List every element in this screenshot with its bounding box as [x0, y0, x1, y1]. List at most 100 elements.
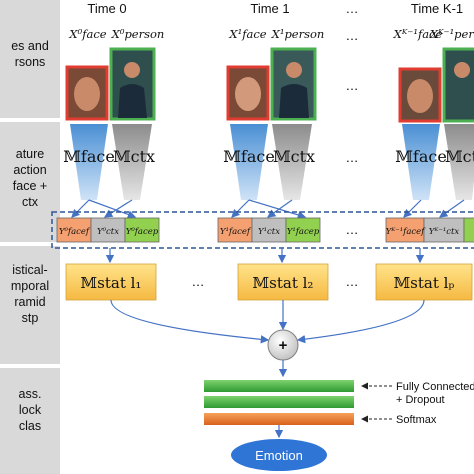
row-band-features [0, 122, 60, 242]
feature-box-facef-t0 [56, 217, 92, 243]
row-label-faces: es and rsons [11, 39, 49, 69]
feature-box-facep-t0 [124, 217, 160, 243]
time-k-label: Time K-1 [411, 1, 463, 16]
merge-arrows [110, 299, 425, 344]
lbl-faces-line-0: es and [11, 39, 49, 53]
softmax-label: Softmax [396, 414, 437, 426]
input-face-label-t1: X¹face [228, 27, 266, 41]
person-body-t1 [279, 84, 309, 118]
cone-arrows [71, 199, 465, 219]
row-band-classifier [0, 368, 60, 474]
model-face-t0: 𝕄face [63, 147, 115, 166]
feature-container [51, 211, 474, 249]
emotion-label: Emotion [255, 448, 303, 463]
input-ellipsis-2: … [346, 78, 359, 93]
feature-label-facef-t0: Y⁰facef [59, 227, 91, 237]
fc-bar-1 [204, 380, 354, 392]
feature-box-facep-t1 [285, 217, 321, 243]
sum-symbol: + [279, 337, 288, 354]
lbl-features-line-3: ctx [22, 195, 39, 209]
feature-box-ctx-t1 [251, 217, 287, 243]
lbl-fc-line-0: Fully Connected [396, 381, 474, 393]
row-label-classifier: ass. lock clas [19, 387, 42, 433]
ctx-cone-t1 [272, 124, 312, 200]
feature-label-facef-t1: Y¹facef [220, 227, 252, 237]
pyramid-label-l2: 𝕄stat l₂ [253, 274, 314, 292]
lbl-features-line-0: ature [16, 147, 45, 161]
pyramid-box-l1 [65, 263, 157, 301]
pyramid-ellipsis-2: … [346, 274, 359, 289]
pyramid-label-lp: 𝕄stat lₚ [394, 274, 455, 292]
pyramid-ellipsis-1: … [192, 274, 205, 289]
row-band-pyramid [0, 246, 60, 364]
model-ctx-t0: 𝕄ctx [113, 147, 155, 166]
input-images [65, 47, 474, 123]
feature-box-facep-tk [463, 217, 474, 243]
model-ctx-tk: 𝕄ctx [445, 147, 474, 166]
face-shape-tk [407, 79, 433, 113]
face-shape-t0 [74, 77, 100, 111]
input-person-label-t1: X¹person [271, 27, 325, 41]
fc-bar-2 [204, 396, 354, 408]
face-cone-t1 [230, 124, 268, 200]
pyramid-box-lp [375, 263, 473, 301]
input-face-label-t0: X⁰face [68, 27, 106, 41]
input-person-label-tk: Xᴷ⁻¹person [429, 27, 474, 41]
model-ctx-t1: 𝕄ctx [273, 147, 315, 166]
time-1-label: Time 1 [250, 1, 289, 16]
time-ellipsis: … [346, 1, 359, 16]
time-0-label: Time 0 [87, 1, 126, 16]
row-band-faces [0, 0, 60, 118]
lbl-faces-line-1: rsons [15, 55, 46, 69]
pyramid-boxes [65, 263, 473, 301]
face-shape-t1 [235, 77, 261, 111]
person-head-t1 [286, 62, 302, 78]
feature-label-ctx-tk: Yᴷ⁻¹ctx [429, 227, 460, 237]
feature-label-ctx-t1: Y¹ctx [258, 227, 280, 237]
lbl-features-line-2: face + [13, 179, 47, 193]
feature-boxes [56, 217, 474, 243]
feature-label-facep-t1: Y¹facep [287, 227, 320, 237]
person-head-t0 [124, 62, 140, 78]
row-bands [0, 0, 60, 474]
ctx-cone-t0 [112, 124, 152, 200]
lbl-pyramid-line-0: istical- [12, 263, 47, 277]
lbl-fc-line-1: + Dropout [396, 394, 445, 406]
model-face-tk: 𝕄face [395, 147, 447, 166]
lbl-pyramid-line-2: ramid [14, 295, 45, 309]
lbl-pyramid-line-1: mporal [11, 279, 49, 293]
input-person-label-t0: X⁰person [111, 27, 165, 41]
pyramid-box-l2 [237, 263, 329, 301]
person-body-t0 [118, 84, 147, 118]
ctx-cone-tk [444, 124, 474, 200]
lbl-classifier-line-2: clas [19, 419, 41, 433]
person-image-tk [442, 47, 474, 123]
fc-label: Fully Connected+ Dropout [396, 381, 474, 406]
input-face-label-tk: Xᴷ⁻¹face [393, 27, 443, 41]
feature-label-facef-tk: Yᴷ⁻¹facef [386, 227, 427, 237]
pyramid-label-l1: 𝕄stat l₁ [81, 274, 142, 292]
pyramid-arrows [105, 248, 425, 264]
extractor-cones [70, 124, 474, 200]
face-cone-t0 [70, 124, 108, 200]
lbl-classifier-line-0: ass. [19, 387, 42, 401]
feature-label-ctx-t0: Y⁰ctx [97, 227, 119, 237]
lbl-classifier-line-1: lock [19, 403, 42, 417]
input-ellipsis: … [346, 28, 359, 43]
softmax-bar [204, 413, 354, 425]
feature-ellipsis: … [346, 222, 359, 237]
person-head-tk [454, 62, 470, 78]
emotion-output [231, 439, 327, 471]
row-label-pyramid: istical-mporal ramid stp [11, 263, 49, 325]
feature-label-facep-t0: Y⁰facep [126, 227, 159, 237]
lbl-features-line-1: action [13, 163, 46, 177]
row-label-features: ature action face + ctx [13, 147, 47, 209]
feature-box-facef-t1 [217, 217, 253, 243]
model-ellipsis: … [346, 150, 359, 165]
face-cone-tk [402, 124, 440, 200]
classifier-label-arrows [361, 382, 392, 423]
lbl-pyramid-line-3: stp [22, 311, 39, 325]
model-face-t1: 𝕄face [223, 147, 275, 166]
